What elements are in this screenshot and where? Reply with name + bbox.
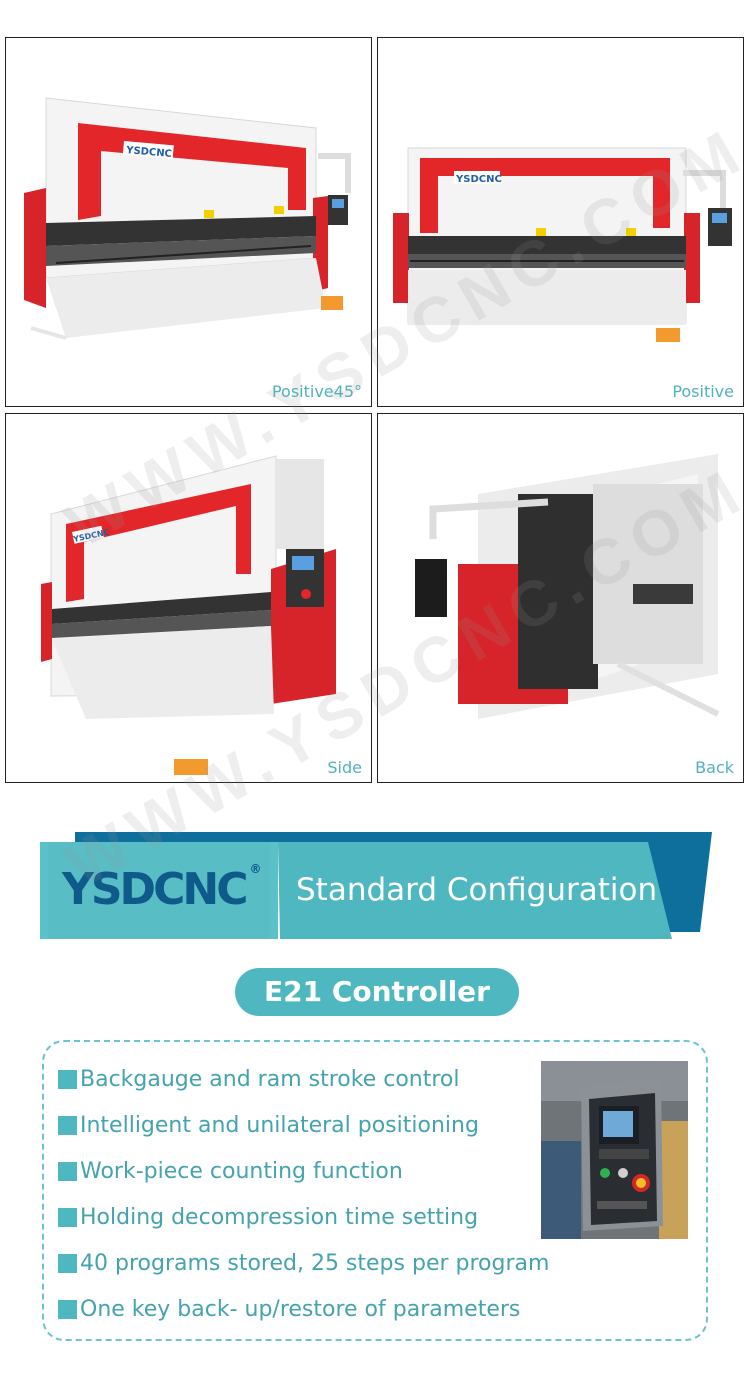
registered-mark: ® — [249, 862, 262, 876]
feature-text: Backgauge and ram stroke control — [80, 1066, 460, 1092]
feature-text: Work-piece counting function — [80, 1158, 403, 1184]
e21-controller-photo — [541, 1061, 688, 1239]
banner-background-shape — [40, 832, 712, 939]
logo-text: YSDCNC — [62, 864, 248, 915]
standard-configuration-banner: YSDCNC® Standard Configuration — [40, 832, 712, 942]
square-bullet-icon — [58, 1161, 77, 1181]
feature-text: One key back- up/restore of parameters — [80, 1296, 521, 1322]
feature-item: Holding decompression time setting — [58, 1194, 549, 1240]
section-title-pill: E21 Controller — [235, 968, 519, 1016]
machine-photo-positive45: YSDCNC Positive45° — [5, 37, 372, 407]
square-bullet-icon — [58, 1299, 77, 1319]
e21-controller-illustration — [541, 1061, 688, 1239]
press-brake-side-illustration: YSDCNC — [41, 455, 336, 775]
square-bullet-icon — [58, 1207, 77, 1227]
ysdcnc-logo: YSDCNC® — [62, 862, 261, 915]
press-brake-front-illustration: YSDCNC — [393, 147, 732, 342]
photo-caption-back: Back — [695, 758, 734, 777]
feature-list: Backgauge and ram stroke control Intelli… — [58, 1056, 549, 1332]
feature-item: 40 programs stored, 25 steps per program — [58, 1240, 549, 1286]
machine-photo-positive: YSDCNC Positive — [377, 37, 744, 407]
square-bullet-icon — [58, 1069, 77, 1089]
press-brake-positive45-illustration: YSDCNC — [24, 97, 351, 340]
photo-caption-positive45: Positive45° — [271, 382, 362, 401]
feature-item: Intelligent and unilateral positioning — [58, 1102, 549, 1148]
banner-headline: Standard Configuration — [296, 872, 658, 908]
square-bullet-icon — [58, 1253, 77, 1273]
feature-text: Holding decompression time setting — [80, 1204, 479, 1230]
machine-photo-side: YSDCNC Side — [5, 413, 372, 783]
machine-logo: YSDCNC — [125, 145, 173, 160]
square-bullet-icon — [58, 1115, 77, 1135]
feature-list-box: Backgauge and ram stroke control Intelli… — [42, 1040, 708, 1341]
machine-photo-grid: YSDCNC Positive45° YSDCNC — [5, 37, 747, 783]
feature-text: Intelligent and unilateral positioning — [80, 1112, 479, 1138]
feature-item: Backgauge and ram stroke control — [58, 1056, 549, 1102]
machine-logo: YSDCNC — [455, 174, 502, 185]
machine-photo-back: Back — [377, 413, 744, 783]
feature-text: 40 programs stored, 25 steps per program — [80, 1250, 550, 1276]
press-brake-back-illustration — [415, 454, 720, 719]
photo-caption-side: Side — [327, 758, 362, 777]
photo-caption-positive: Positive — [672, 382, 734, 401]
feature-item: One key back- up/restore of parameters — [58, 1286, 549, 1332]
feature-item: Work-piece counting function — [58, 1148, 549, 1194]
